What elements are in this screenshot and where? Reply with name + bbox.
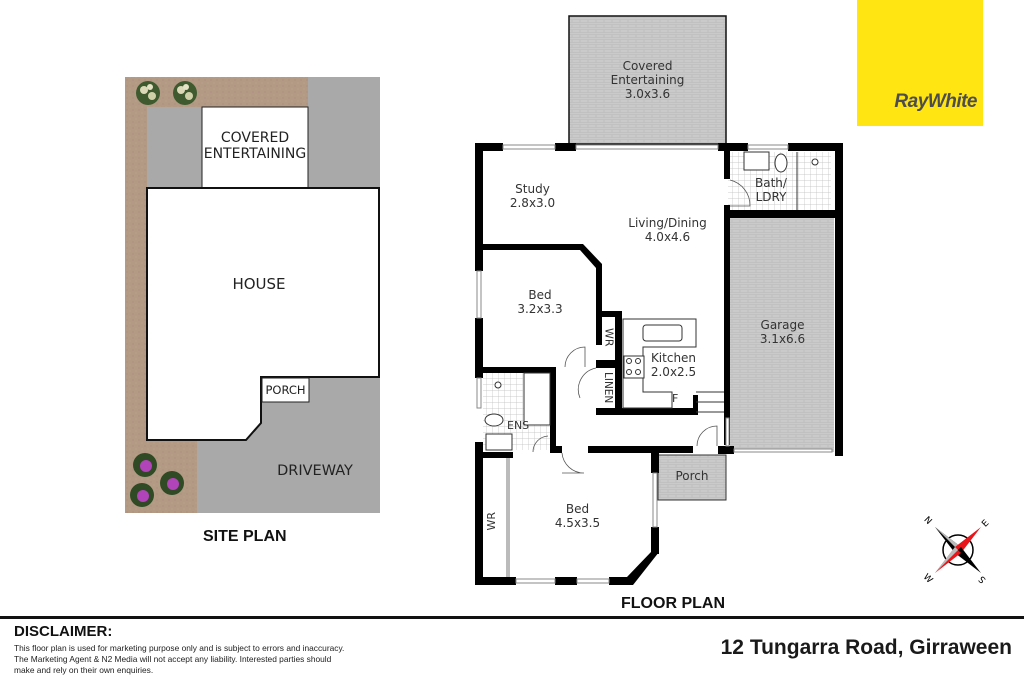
- fp-bath-fixtures: [484, 151, 819, 451]
- room-living-dining: Living/Dining 4.0x4.6: [620, 216, 715, 245]
- flowering-shrub-icon: [160, 471, 184, 495]
- site-label-house: HOUSE: [232, 275, 286, 293]
- shrub-icon: [173, 81, 197, 105]
- room-size: 4.5x3.5: [554, 515, 601, 530]
- room-linen: LINEN: [602, 372, 615, 404]
- room-kitchen: Kitchen 2.0x2.5: [646, 351, 701, 380]
- room-name: Living/Dining: [628, 216, 707, 230]
- room-name: Study: [515, 182, 550, 196]
- room-bed-2: Bed 3.2x3.3: [505, 288, 575, 317]
- room-bed-1: Bed 4.5x3.5: [545, 502, 610, 531]
- site-label-covered-line1: COVERED: [220, 130, 290, 146]
- shrub-icon: [136, 81, 160, 105]
- site-covered-entertaining: [201, 106, 309, 190]
- property-address: 12 Tungarra Road, Girraween: [720, 636, 1012, 659]
- room-covered-entertaining: Covered Entertaining 3.0x3.6: [569, 59, 726, 101]
- site-porch: [261, 377, 310, 403]
- disclaimer-line: The Marketing Agent & N2 Media will not …: [14, 654, 332, 664]
- room-size: 3.0x3.6: [624, 86, 671, 101]
- disclaimer-line: make and rely on their own enquiries.: [14, 665, 154, 675]
- room-name: Covered: [622, 59, 673, 73]
- room-size: 3.1x6.6: [759, 331, 806, 346]
- fp-covered-entertaining-area: [568, 15, 727, 145]
- flowering-shrub-icon: [133, 453, 157, 477]
- room-name: Kitchen: [650, 351, 697, 365]
- room-fridge: F: [672, 392, 679, 405]
- disclaimer-title: DISCLAIMER:: [14, 623, 113, 640]
- room-name: Entertaining: [610, 72, 685, 87]
- room-name: Bed: [528, 288, 552, 302]
- fp-garage-area: [730, 218, 834, 452]
- room-porch: Porch: [675, 469, 709, 483]
- room-study: Study 2.8x3.0: [495, 182, 570, 211]
- disclaimer-line: This floor plan is used for marketing pu…: [14, 643, 345, 653]
- site-label-covered-line2: ENTERTAINING: [203, 146, 307, 163]
- raywhite-logo-text: RayWhite: [894, 91, 977, 112]
- room-size: 2.8x3.0: [509, 195, 556, 210]
- room-garage: Garage 3.1x6.6: [745, 318, 820, 347]
- room-name: Bed: [565, 502, 590, 516]
- room-size: 4.0x4.6: [644, 229, 691, 244]
- disclaimer-text: This floor plan is used for marketing pu…: [14, 643, 374, 676]
- fp-kitchen-bench: [622, 318, 724, 413]
- site-label-porch: PORCH: [265, 383, 306, 397]
- flowering-shrub-icon: [130, 483, 154, 507]
- room-name: LDRY: [755, 189, 787, 204]
- raywhite-logo: RayWhite: [857, 0, 983, 126]
- room-size: 2.0x2.5: [650, 364, 697, 379]
- room-ensuite: ENS: [507, 419, 530, 432]
- room-bath-ldry: Bath/ LDRY: [750, 176, 792, 205]
- fp-walls: [475, 143, 843, 585]
- site-label-driveway: DRIVEWAY: [277, 463, 353, 479]
- room-name: Garage: [760, 318, 805, 332]
- room-name: Bath/: [755, 176, 787, 190]
- footer-divider: [0, 616, 1024, 619]
- floor-plan-title: FLOOR PLAN: [621, 595, 725, 612]
- room-wr-small: WR: [602, 328, 616, 347]
- compass-rose-icon: [935, 527, 981, 573]
- site-plan-title: SITE PLAN: [203, 528, 287, 545]
- site-label-covered-entertaining: COVERED ENTERTAINING: [202, 130, 308, 162]
- fp-windows: [476, 144, 833, 584]
- fp-doors: [506, 179, 751, 577]
- fp-porch-area: [657, 454, 727, 501]
- site-house-outline: [146, 187, 380, 441]
- room-wr-bed1: WR: [485, 512, 498, 531]
- room-size: 3.2x3.3: [517, 301, 563, 316]
